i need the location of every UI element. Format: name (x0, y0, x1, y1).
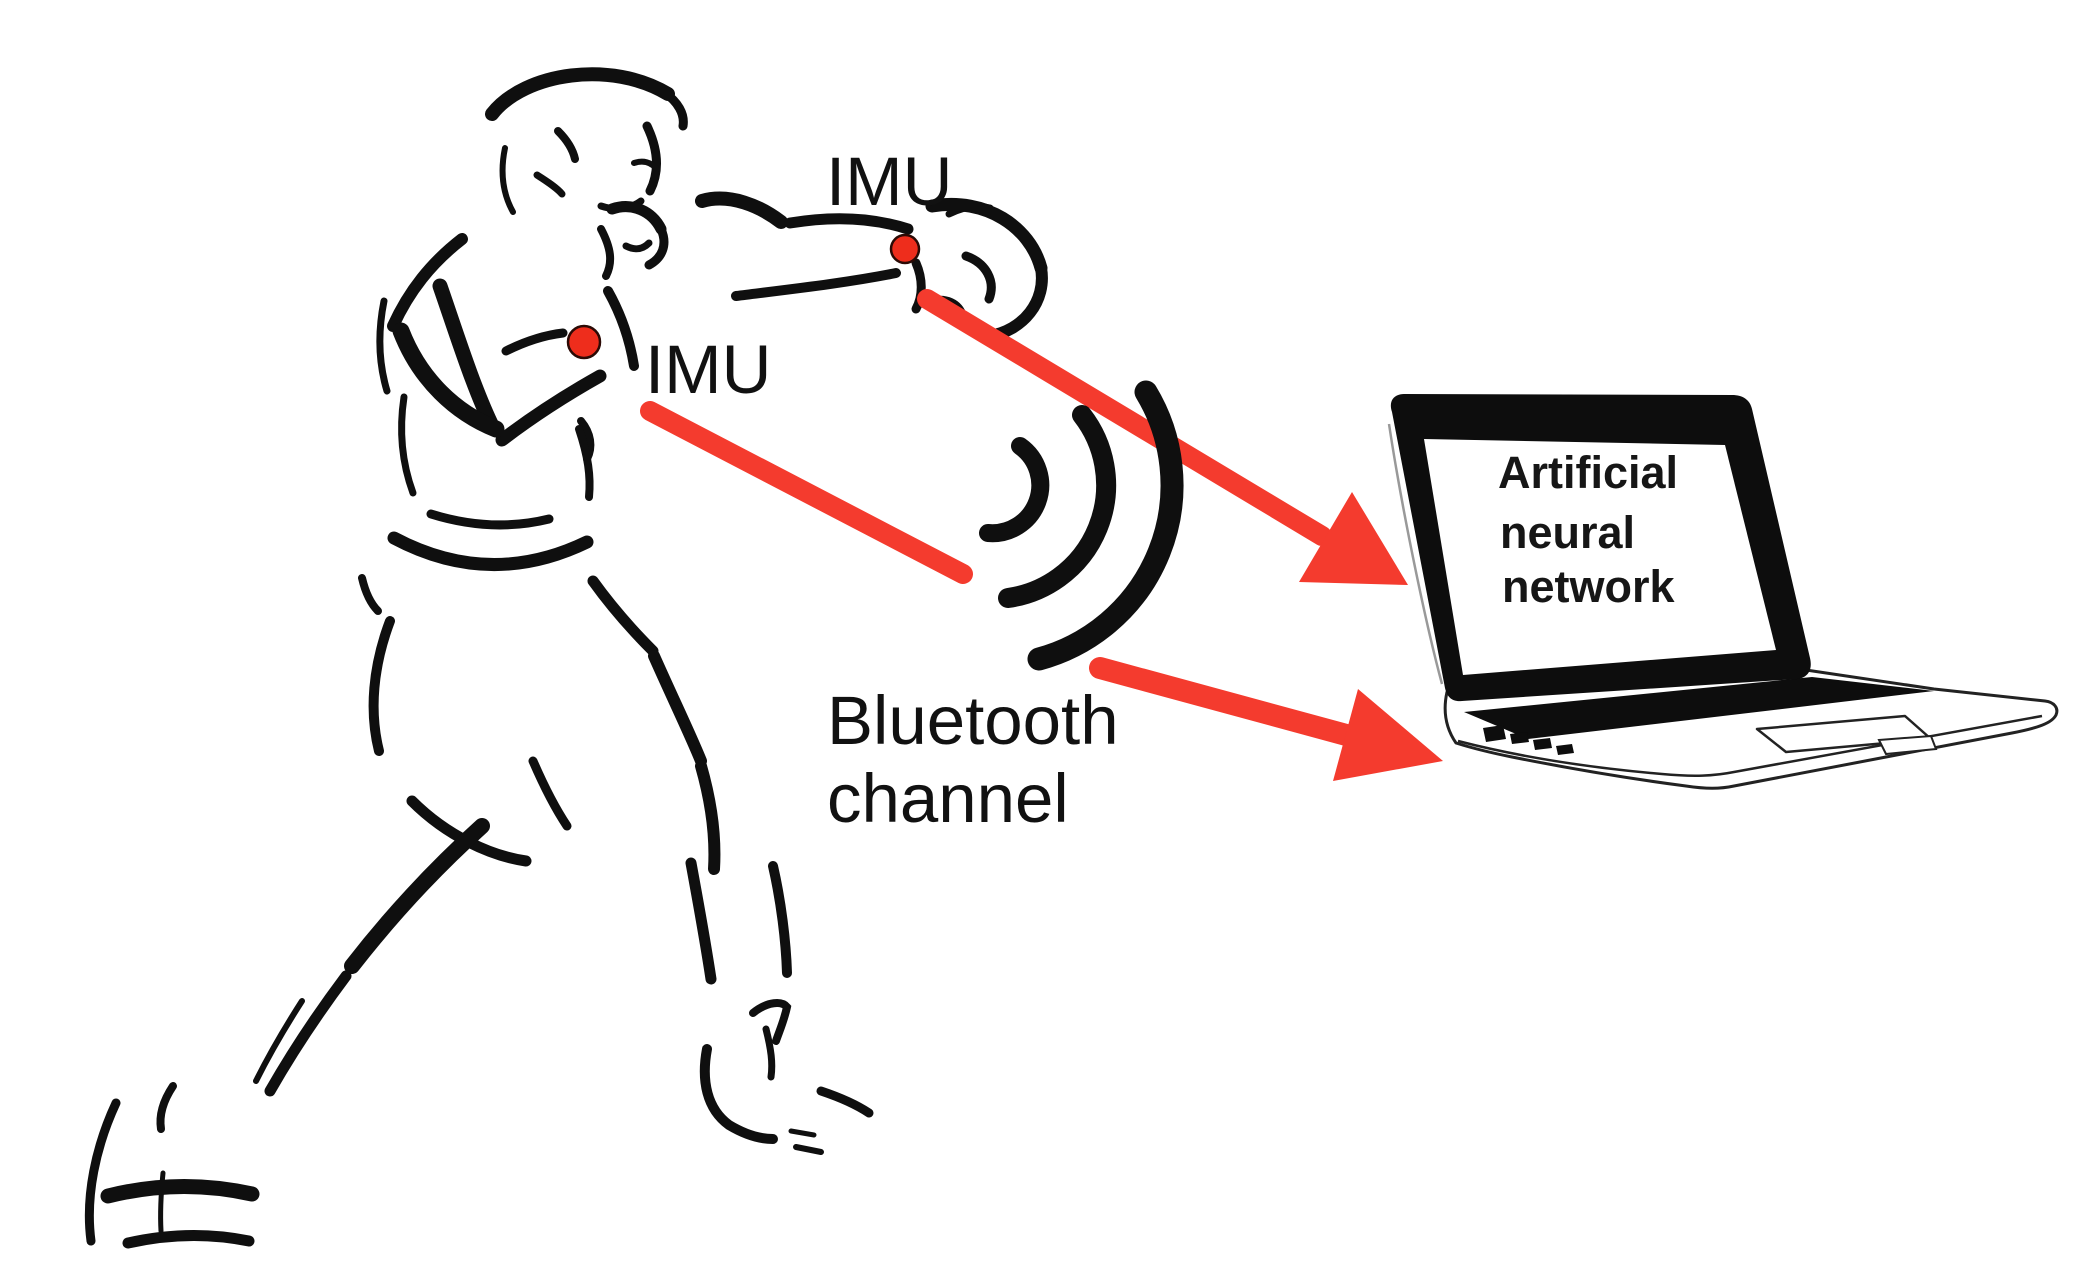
laptop: Artificial neural network (1387, 394, 2059, 790)
boxer-front-ankle-back-stroke (762, 1025, 776, 1081)
boxer-profile-stroke (642, 121, 661, 196)
screen-text-line2: neural (1500, 507, 1635, 558)
boxer-front-toe-dash2 (793, 1144, 824, 1155)
boxer-lat-stroke (432, 278, 501, 436)
boxer-lower-back-stroke (392, 322, 505, 438)
boxer-arm-top-stroke (784, 213, 914, 235)
boxer-rear-heel-stroke (84, 1098, 121, 1246)
screen-text-line1: Artificial (1498, 447, 1678, 498)
boxer-hip-right-stroke (587, 575, 659, 657)
line-arm-to-bluetooth (640, 401, 973, 584)
boxer-hip-left-stroke (358, 574, 382, 615)
boxer-front-heel-stroke (699, 1044, 778, 1144)
boxer-hair-stroke (485, 67, 675, 121)
laptop-port (1483, 725, 1506, 742)
imu-label-lead-arm: IMU (645, 331, 771, 408)
boxer-jaw-stroke (597, 225, 615, 280)
laptop-lid-edge-highlight (1387, 423, 1444, 685)
boxer-glove-outer-stroke (925, 198, 1048, 275)
laptop-keyboard (1464, 677, 1934, 739)
arrow-bluetooth-to-laptop-head (1333, 689, 1443, 781)
boxer-side-stroke (398, 393, 417, 497)
arrow-bluetooth-to-laptop-shaft (1089, 657, 1361, 747)
boxer-back-edge-stroke (376, 297, 391, 395)
boxer-arm-bottom-stroke (731, 268, 901, 301)
boxer-front-thigh-stroke (695, 760, 721, 875)
boxer-rear-ankle-stroke (156, 1082, 177, 1133)
boxer-ground-wedge2 (122, 1230, 255, 1249)
bluetooth-label-line1: Bluetooth (827, 682, 1119, 759)
laptop-ports (1483, 725, 1574, 755)
boxer-glove-curl-stroke (961, 251, 996, 304)
boxer-forearm-stroke (603, 286, 639, 371)
imu-label-rear-glove: IMU (826, 143, 952, 220)
laptop-trackpad-notch (1877, 734, 1938, 756)
signal-wave-outer (1027, 380, 1184, 671)
imu-dot-rear-glove (889, 233, 921, 265)
laptop-port (1510, 732, 1529, 744)
arrow-glove-to-laptop-head (1299, 492, 1408, 585)
boxer-rear-shin-thin-stroke (253, 998, 305, 1084)
boxer-rear-shin-stroke (264, 970, 352, 1097)
boxer-front-toe-dash1 (788, 1128, 817, 1138)
boxer-front-toe-stroke (816, 1086, 874, 1118)
imu-dot-lead-arm (566, 324, 602, 360)
laptop-base-front-edge-line (1457, 714, 2043, 777)
boxer-abs-stroke (575, 425, 594, 501)
boxer-rear-foot-dash (158, 1170, 166, 1234)
boxer-front-ankle-stroke (749, 999, 792, 1045)
signal-wave-inner (979, 437, 1050, 543)
boxer-cheek-stroke (631, 158, 660, 172)
boxer-elbow-sweep-stroke (495, 369, 607, 447)
boxer-brow-stroke (554, 127, 579, 163)
bluetooth-label-line2: channel (827, 760, 1069, 837)
boxer-neck-back-stroke (499, 145, 516, 215)
boxer-front-thigh-top-stroke (648, 650, 707, 767)
boxer-front-shin-right-stroke (768, 861, 792, 978)
laptop-port (1556, 744, 1574, 755)
boxer-guard-fist-stroke2 (644, 224, 669, 270)
boxer-upper-back-stroke (387, 233, 468, 332)
boxer-glove-lower-stroke (983, 262, 1048, 342)
arrow-glove-to-laptop-shaft (917, 289, 1332, 546)
laptop-port (1533, 738, 1552, 750)
boxer-front-shin-left-stroke (685, 857, 717, 985)
boxer-chest-stroke (501, 328, 568, 356)
boxer-temple-stroke (659, 87, 688, 131)
boxer-waistband-upper-stroke (426, 509, 554, 530)
bluetooth-channel-label: Bluetooth channel (827, 682, 1119, 837)
laptop-screen-text: Artificial neural network (1498, 447, 1678, 612)
boxer-ground-wedge1 (100, 1178, 260, 1204)
screen-text-line3: network (1502, 561, 1676, 612)
boxer-trunks-left-stroke (368, 616, 395, 756)
boxer-deltoid-stroke (695, 191, 788, 229)
data-transmission-arrows (640, 289, 1443, 781)
bluetooth-signal-icon (979, 380, 1184, 671)
boxer-eye-stroke (533, 171, 566, 198)
boxer-glove-cuff-stroke (911, 258, 926, 314)
boxer-guard-fist-stroke (606, 201, 667, 235)
boxer-waistband-lower-stroke (387, 531, 594, 572)
boxer-rear-thigh-stroke (344, 818, 490, 974)
boxer-figure (84, 67, 1048, 1249)
signal-wave-middle (998, 405, 1117, 608)
boxer-trunks-inner-stroke (528, 756, 572, 831)
laptop-screen (1424, 439, 1776, 675)
boxer-guard-fist-stroke3 (622, 239, 653, 253)
